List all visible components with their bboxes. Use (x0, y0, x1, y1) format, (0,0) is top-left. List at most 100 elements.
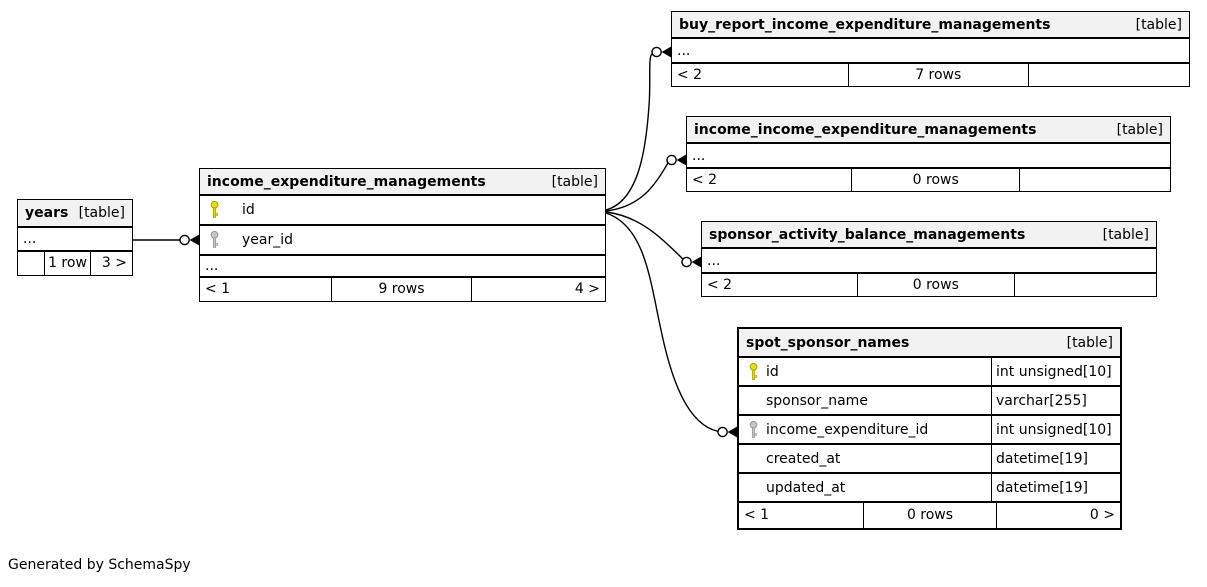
footer-row-count: 7 rows (847, 64, 1029, 86)
columns-ellipsis: ... (200, 256, 605, 278)
table-buy-report-income-expenditure-managements: buy_report_income_expenditure_management… (671, 11, 1190, 87)
foreign-key-icon (209, 230, 223, 250)
table-footer: < 2 7 rows (672, 64, 1189, 86)
footer-row-count: 0 rows (851, 169, 1021, 191)
footer-row-count: 0 rows (856, 274, 1015, 296)
table-type-badge: [table] (1135, 16, 1182, 33)
column-name: year_id (242, 232, 294, 248)
columns-ellipsis: ... (687, 144, 1170, 169)
footer-children (1015, 274, 1156, 296)
footer-parents: < 2 (692, 172, 718, 188)
footer-parents: < 2 (707, 277, 733, 293)
footer-children (1020, 169, 1170, 191)
column-type: varchar[255] (996, 392, 1087, 409)
column-row-year-id: year_id (200, 226, 605, 256)
column-row-id: id int unsigned[10] (739, 358, 1120, 387)
relationship-line (605, 212, 719, 433)
relationship-line (605, 211, 684, 260)
column-name: id (766, 363, 779, 380)
footer-row-count: 1 row (44, 252, 91, 275)
column-name-cell: id (739, 358, 992, 385)
column-name: updated_at (766, 479, 846, 496)
table-sponsor-activity-balance-managements: sponsor_activity_balance_managements [ta… (701, 221, 1157, 297)
table-iem-header[interactable]: income_expenditure_managements [table] (200, 169, 605, 196)
relationship-iem-to-spot-sponsor-names (605, 212, 737, 438)
columns-ellipsis: ... (702, 249, 1156, 274)
primary-key-icon (209, 200, 223, 220)
cardinality-circle (651, 46, 662, 58)
table-type-badge: [table] (78, 205, 125, 221)
cardinality-circle (681, 256, 692, 268)
table-title: income_income_expenditure_managements (694, 121, 1037, 138)
table-spot-sponsor-names-header[interactable]: spot_sponsor_names [table] (739, 329, 1120, 358)
footer-parents: < 1 (744, 507, 770, 523)
column-name: income_expenditure_id (766, 421, 929, 438)
table-title: sponsor_activity_balance_managements (709, 226, 1026, 243)
table-footer: < 2 0 rows (687, 169, 1170, 191)
table-income-expenditure-managements: income_expenditure_managements [table] i… (199, 168, 606, 302)
table-title: buy_report_income_expenditure_management… (679, 16, 1051, 33)
footer-parents (18, 252, 44, 275)
table-years-header[interactable]: years [table] (18, 200, 132, 228)
cardinality-arrow (691, 256, 701, 268)
table-title: spot_sponsor_names (746, 334, 910, 351)
column-type: datetime[19] (996, 450, 1088, 467)
cardinality-circle (666, 154, 677, 166)
cardinality-arrow (661, 46, 671, 58)
cardinality-arrow (676, 154, 686, 166)
cardinality-circle (179, 234, 190, 246)
column-name-cell: income_expenditure_id (739, 416, 992, 443)
column-type: int unsigned[10] (996, 363, 1112, 380)
column-row-sponsor-name: sponsor_name varchar[255] (739, 387, 1120, 416)
footer-row-count: 9 rows (331, 278, 472, 301)
table-type-badge: [table] (1102, 226, 1149, 243)
table-income-income-expenditure-managements: income_income_expenditure_managements [t… (686, 116, 1171, 192)
column-row-income-expenditure-id: income_expenditure_id int unsigned[10] (739, 416, 1120, 445)
cardinality-circle (717, 426, 728, 438)
column-name: id (242, 202, 255, 218)
columns-ellipsis: ... (18, 228, 132, 252)
table-title: income_expenditure_managements (207, 173, 486, 190)
table-footer: 1 row 3 > (18, 252, 132, 275)
column-name-cell: updated_at (739, 474, 992, 501)
column-type: int unsigned[10] (996, 421, 1112, 438)
column-name: created_at (766, 450, 841, 467)
column-type: datetime[19] (996, 479, 1088, 496)
cardinality-arrow (727, 426, 737, 438)
column-row-id: id (200, 196, 605, 226)
table-footer: < 1 9 rows 4 > (200, 278, 605, 301)
table-buy-report-header[interactable]: buy_report_income_expenditure_management… (672, 12, 1189, 39)
footer-children: 4 > (574, 281, 600, 297)
column-name-cell: sponsor_name (739, 387, 992, 414)
footer-row-count: 0 rows (863, 503, 997, 528)
footer-children: 0 > (1089, 507, 1115, 523)
table-footer: < 1 0 rows 0 > (739, 503, 1120, 528)
relationship-iem-to-income-income (605, 154, 686, 212)
relationship-years-to-income-expenditure (133, 234, 199, 246)
relationship-iem-to-buy-report (605, 46, 671, 211)
footer-children (1029, 64, 1189, 86)
column-row-updated-at: updated_at datetime[19] (739, 474, 1120, 503)
table-type-badge: [table] (1066, 334, 1113, 351)
table-sponsor-activity-header[interactable]: sponsor_activity_balance_managements [ta… (702, 222, 1156, 249)
column-name: sponsor_name (766, 392, 868, 409)
table-type-badge: [table] (1116, 121, 1163, 138)
footer-parents: < 2 (677, 67, 703, 83)
relationship-iem-to-sponsor-activity (605, 211, 701, 268)
table-footer: < 2 0 rows (702, 274, 1156, 296)
primary-key-icon (748, 362, 762, 382)
column-name-cell: created_at (739, 445, 992, 472)
footer-children: 3 > (101, 255, 127, 271)
table-income-income-header[interactable]: income_income_expenditure_managements [t… (687, 117, 1170, 144)
cardinality-arrow (189, 234, 199, 246)
table-spot-sponsor-names: spot_sponsor_names [table] id int unsign… (737, 327, 1122, 530)
table-title: years (25, 205, 69, 221)
table-years: years [table] ... 1 row 3 > (17, 199, 133, 276)
foreign-key-icon (748, 420, 762, 440)
footer-parents: < 1 (205, 281, 231, 297)
relationship-line (605, 53, 653, 211)
column-row-created-at: created_at datetime[19] (739, 445, 1120, 474)
relationship-line (605, 162, 669, 212)
